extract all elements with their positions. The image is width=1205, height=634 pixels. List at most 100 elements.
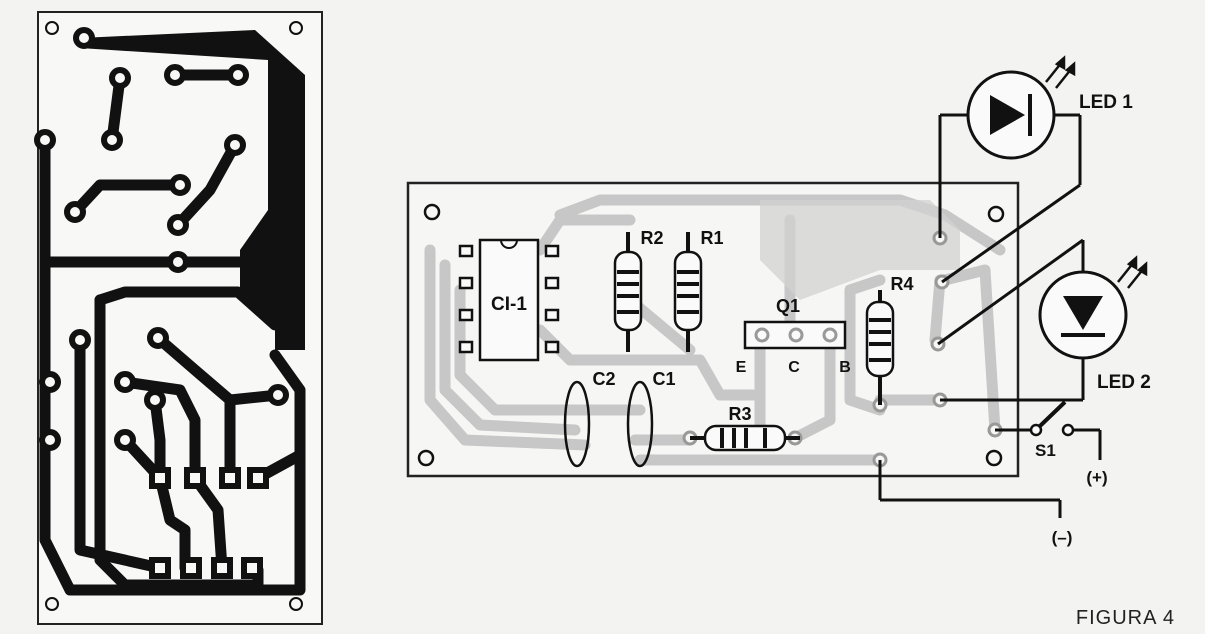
board-holes bbox=[417, 203, 1005, 467]
pcb-pad bbox=[169, 174, 191, 196]
collector-label: C bbox=[788, 359, 800, 376]
base-label: B bbox=[839, 359, 851, 376]
ic-pin bbox=[458, 276, 474, 290]
ic-label: CI-1 bbox=[491, 294, 527, 315]
switch-contact bbox=[1029, 423, 1043, 437]
q1-label: Q1 bbox=[776, 296, 800, 316]
ic-ci1: CI-1 bbox=[458, 238, 560, 362]
pcb-ic-pad bbox=[247, 467, 269, 489]
emitter-label: E bbox=[736, 359, 747, 376]
pcb-pad bbox=[227, 64, 249, 86]
switch-s1: S1 (+) bbox=[995, 400, 1108, 487]
ic-pin bbox=[544, 244, 560, 258]
capacitor-c2: C2 bbox=[563, 369, 616, 468]
pcb-pad bbox=[39, 429, 61, 451]
ic-pin bbox=[544, 308, 560, 322]
figure-caption: FIGURA 4 bbox=[1075, 607, 1175, 629]
resistor-r2: R2 bbox=[613, 228, 664, 352]
gray-trace bbox=[534, 214, 636, 256]
negative-label: (–) bbox=[1052, 528, 1073, 547]
gray-trace bbox=[844, 274, 886, 416]
pcb-pad bbox=[114, 429, 136, 451]
gray-trace bbox=[439, 259, 581, 436]
switch-lever bbox=[1038, 400, 1067, 428]
pcb-pad bbox=[64, 201, 86, 223]
pcb-pad bbox=[267, 384, 289, 406]
transistor-pins bbox=[754, 327, 838, 343]
led1: LED 1 bbox=[938, 55, 1133, 284]
pcb-pads bbox=[34, 27, 289, 451]
capacitor-body bbox=[626, 380, 654, 468]
pcb-ic-pad bbox=[149, 557, 171, 579]
pcb-pad bbox=[224, 134, 246, 156]
pcb-trace bbox=[69, 179, 186, 218]
negative-lead: (–) bbox=[878, 460, 1073, 547]
transistor-pin bbox=[754, 327, 770, 343]
board-hole bbox=[423, 203, 441, 221]
resistor-r1: R1 bbox=[673, 228, 724, 352]
gray-trace bbox=[929, 274, 946, 346]
resistor-body bbox=[865, 300, 895, 378]
pcb-pad bbox=[34, 129, 56, 151]
gray-trace bbox=[534, 324, 766, 401]
pcb-pad bbox=[101, 129, 123, 151]
pcb-trace bbox=[119, 376, 201, 484]
pcb-corner-hole bbox=[45, 597, 59, 611]
gray-trace bbox=[424, 244, 591, 451]
pcb-pad bbox=[147, 327, 169, 349]
pcb-trace bbox=[154, 472, 191, 574]
ic-pin bbox=[458, 244, 474, 258]
resistor-r4: R4 bbox=[865, 274, 914, 405]
ic-body bbox=[478, 238, 540, 362]
c1-label: C1 bbox=[652, 369, 675, 389]
gray-trace bbox=[454, 284, 646, 416]
gray-copper-area bbox=[760, 200, 960, 300]
led-lead bbox=[941, 183, 1081, 284]
pcb-pad bbox=[167, 251, 189, 273]
r1-label: R1 bbox=[700, 228, 723, 248]
pcb-pad bbox=[164, 64, 186, 86]
ic-pin bbox=[544, 276, 560, 290]
r2-label: R2 bbox=[640, 228, 663, 248]
ic-pin bbox=[458, 340, 474, 354]
light-arrowhead bbox=[1126, 255, 1138, 271]
light-arrowhead bbox=[1136, 261, 1148, 277]
pcb-trace bbox=[149, 394, 166, 484]
light-arrowhead bbox=[1064, 61, 1076, 77]
led2: LED 2 bbox=[937, 238, 1151, 402]
pcb-pad bbox=[114, 371, 136, 393]
capacitor-body bbox=[563, 380, 591, 468]
pcb-ic-pads bbox=[149, 467, 269, 579]
resistor-bands bbox=[720, 428, 767, 448]
pcb-pad bbox=[144, 389, 166, 411]
pcb-ic-pad bbox=[211, 557, 233, 579]
transistor-pin bbox=[788, 327, 804, 343]
pcb-ic-pad bbox=[241, 557, 263, 579]
component-layout: CI-1 R2 R1 bbox=[406, 55, 1151, 547]
pcb-trace bbox=[94, 286, 281, 331]
board-hole bbox=[985, 449, 1003, 467]
c2-label: C2 bbox=[592, 369, 615, 389]
board-hole bbox=[987, 205, 1005, 223]
ic-pins bbox=[458, 244, 560, 354]
switch-contact bbox=[1061, 423, 1075, 437]
resistor-bands bbox=[869, 318, 891, 362]
pcb-trace bbox=[152, 332, 284, 406]
pcb-corner-hole bbox=[45, 21, 59, 35]
resistor-bands bbox=[677, 270, 699, 314]
pcb-pad bbox=[73, 27, 95, 49]
pcb-pad bbox=[109, 67, 131, 89]
transistor-pin bbox=[822, 327, 838, 343]
pcb-pad bbox=[167, 214, 189, 236]
pcb-trace bbox=[74, 334, 166, 574]
ic-pin bbox=[458, 308, 474, 322]
led-lead bbox=[937, 238, 1084, 346]
light-arrows bbox=[1045, 55, 1076, 89]
s1-label: S1 bbox=[1035, 441, 1056, 460]
resistor-body bbox=[613, 250, 643, 332]
pcb-ground-plane bbox=[80, 30, 305, 350]
pcb-trace bbox=[172, 139, 241, 231]
ic-notch bbox=[500, 239, 518, 249]
pcb-ic-pad bbox=[180, 557, 202, 579]
